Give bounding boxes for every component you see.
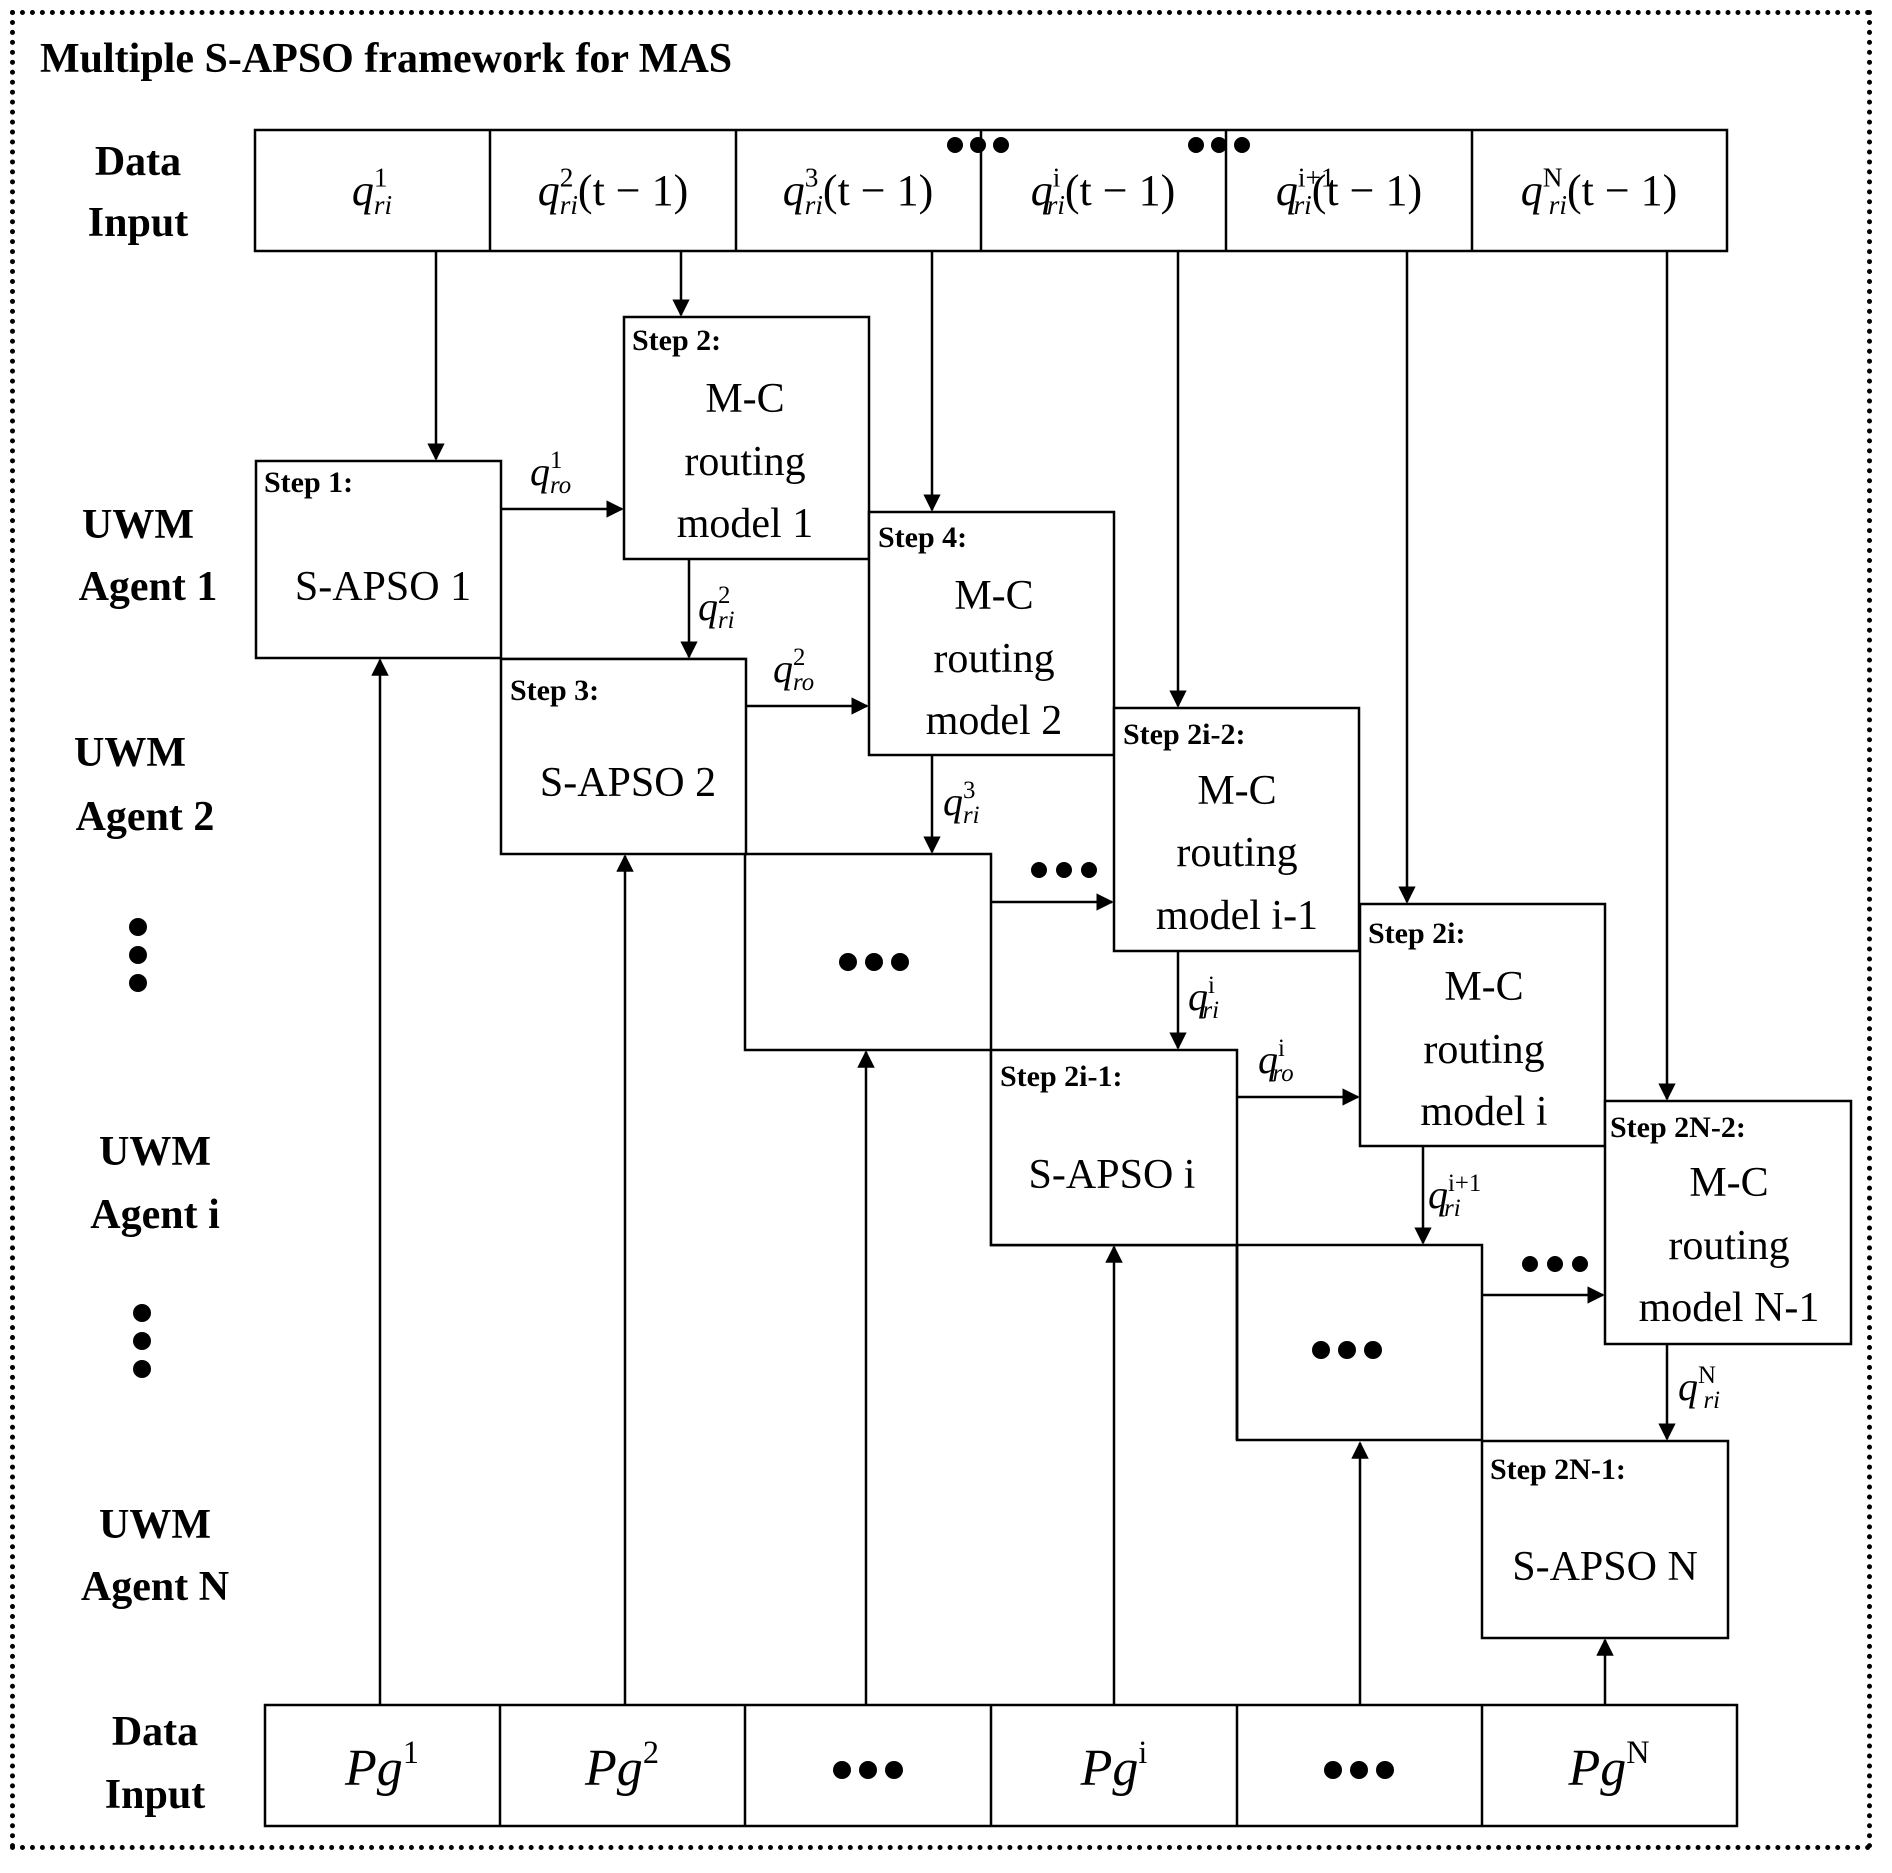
row-label-agent-1: UWM Agent 1 <box>79 502 218 610</box>
bottom-input-strip <box>263 1703 1739 1828</box>
bottom-input-arrows <box>371 658 1614 1705</box>
svg-text:Data: Data <box>112 1709 198 1755</box>
svg-text:Input: Input <box>88 200 188 246</box>
svg-text:UWM: UWM <box>99 1502 211 1548</box>
bottom-input-cell-4: Pgi <box>1080 1734 1148 1797</box>
svg-text:model i-1: model i-1 <box>1156 893 1318 939</box>
top-strip-ellipsis-1 <box>947 137 1009 153</box>
svg-text:S-APSO N: S-APSO N <box>1512 1544 1698 1590</box>
svg-text:Step 2i-2:: Step 2i-2: <box>1123 718 1246 751</box>
svg-text:model 2: model 2 <box>926 698 1062 744</box>
svg-text:model 1: model 1 <box>677 501 813 547</box>
svg-text:S-APSO 1: S-APSO 1 <box>295 564 471 610</box>
svg-text:routing: routing <box>1176 830 1297 876</box>
svg-text:Step 1:: Step 1: <box>264 466 353 499</box>
svg-text:M-C: M-C <box>705 376 784 422</box>
svg-text:Agent N: Agent N <box>81 1564 229 1610</box>
svg-text:routing: routing <box>1423 1027 1544 1073</box>
svg-text:model i: model i <box>1420 1089 1547 1135</box>
svg-text:Step 3:: Step 3: <box>510 674 599 707</box>
svg-text:M-C: M-C <box>1197 768 1276 814</box>
step-2N-2-box: Step 2N-2: M-C routing model N-1 <box>1603 1099 1853 1346</box>
step-2i-box: Step 2i: M-C routing model i <box>1358 902 1607 1148</box>
svg-text:Input: Input <box>105 1772 205 1818</box>
top-input-strip <box>253 128 1729 253</box>
svg-text:Step 2i-1:: Step 2i-1: <box>1000 1060 1123 1093</box>
flow-arrows <box>501 500 1676 1441</box>
svg-text:model N-1: model N-1 <box>1639 1285 1820 1331</box>
vertical-ellipsis-2 <box>133 1304 151 1378</box>
diagram-frame <box>10 10 1872 1850</box>
svg-text:S-APSO i: S-APSO i <box>1029 1152 1196 1198</box>
bottom-input-cell-6: PgN <box>1567 1734 1649 1797</box>
step-2-box: Step 2: M-C routing model 1 <box>622 315 871 561</box>
bottom-input-ellipsis-3 <box>833 1761 903 1779</box>
flow-ellipsis-1 <box>1031 862 1097 878</box>
svg-text:Agent i: Agent i <box>90 1192 220 1238</box>
svg-text:UWM: UWM <box>74 730 186 776</box>
svg-text:routing: routing <box>684 439 805 485</box>
row-label-data-input-top: Data Input <box>88 139 188 246</box>
step-3-box: Step 3: S-APSO 2 <box>499 657 748 856</box>
row-label-agent-i: UWM Agent i <box>90 1129 220 1238</box>
row-label-data-input-bottom: Data Input <box>105 1709 205 1818</box>
bottom-input-cell-1: Pg1 <box>344 1734 419 1797</box>
ellipsis-block-2 <box>1312 1341 1382 1359</box>
svg-text:UWM: UWM <box>82 502 194 548</box>
step-2i-1-box: Step 2i-1: S-APSO i <box>989 1048 1239 1247</box>
svg-text:Agent 2: Agent 2 <box>76 794 215 840</box>
svg-text:M-C: M-C <box>1444 964 1523 1010</box>
flow-ellipsis-2 <box>1522 1256 1588 1272</box>
step-1-box: Step 1: S-APSO 1 <box>254 459 503 660</box>
top-strip-ellipsis-2 <box>1188 137 1250 153</box>
svg-text:Step 2i:: Step 2i: <box>1368 917 1466 950</box>
row-label-agent-2: UWM Agent 2 <box>74 730 214 840</box>
svg-text:Step 2N-2:: Step 2N-2: <box>1610 1111 1746 1144</box>
vertical-ellipsis-1 <box>129 918 147 992</box>
svg-text:Step 2N-1:: Step 2N-1: <box>1490 1453 1626 1486</box>
svg-text:M-C: M-C <box>1689 1160 1768 1206</box>
step-4-box: Step 4: M-C routing model 2 <box>867 510 1116 757</box>
svg-text:routing: routing <box>1668 1223 1789 1269</box>
step-2i-2-box: Step 2i-2: M-C routing model i-1 <box>1112 706 1361 953</box>
svg-text:Step 4:: Step 4: <box>878 521 967 554</box>
svg-text:M-C: M-C <box>954 573 1033 619</box>
row-label-agent-N: UWM Agent N <box>81 1502 229 1610</box>
step-2N-1-box: Step 2N-1: S-APSO N <box>1480 1439 1730 1640</box>
svg-text:S-APSO 2: S-APSO 2 <box>540 760 716 806</box>
bottom-inputs: Pg1 Pg2 Pgi PgN <box>344 1734 1649 1797</box>
ellipsis-block-1 <box>839 953 909 971</box>
svg-text:Step 2:: Step 2: <box>632 324 721 357</box>
bottom-input-ellipsis-5 <box>1324 1761 1394 1779</box>
bottom-input-cell-2: Pg2 <box>584 1734 659 1797</box>
svg-text:Data: Data <box>95 139 181 185</box>
svg-text:Agent 1: Agent 1 <box>79 564 218 610</box>
top-input-arrows <box>427 251 1676 1101</box>
svg-text:UWM: UWM <box>99 1129 211 1175</box>
svg-text:routing: routing <box>933 636 1054 682</box>
diagram-title: Multiple S-APSO framework for MAS <box>40 36 732 82</box>
